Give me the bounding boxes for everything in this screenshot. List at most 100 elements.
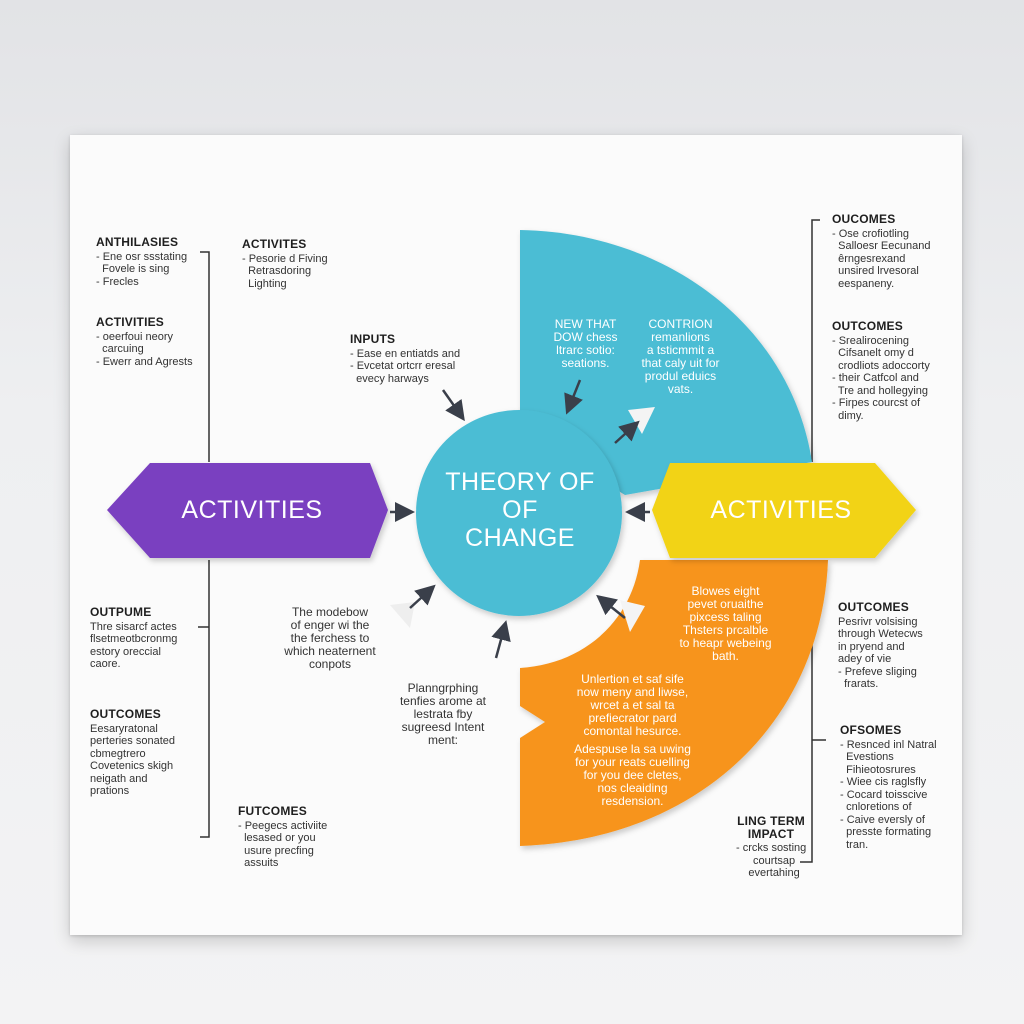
text-line: produl eduics xyxy=(644,369,717,383)
block-title: OUCOMES xyxy=(832,212,896,226)
block-line: - Evcetat ortcrr eresal xyxy=(350,360,456,372)
inputs-block: INPUTS- Ease en entiatds and- Evcetat or… xyxy=(350,333,460,385)
text-line: ment: xyxy=(427,733,458,747)
arrow-bottom-up xyxy=(491,620,511,659)
block-line: ﬂsetmeotbcronmg xyxy=(90,633,178,645)
block-title: ACTIVITIES xyxy=(96,315,165,329)
block-line: - Ene osr ssstating xyxy=(96,250,188,263)
arrow-teal-down xyxy=(564,379,583,415)
right-block-oucomes: OUCOMES- Ose crofiotling Salloesr Eecuna… xyxy=(832,213,930,290)
block-title: OFSOMES xyxy=(840,723,902,737)
bracket-left-top xyxy=(200,251,210,462)
block-line: evertahing xyxy=(742,867,800,879)
block-line: - Cocard toisscive xyxy=(840,788,928,801)
center-title: THEORY OF OF CHANGE xyxy=(420,468,620,552)
text-line: to heapr webeing xyxy=(679,636,772,650)
block-title: INPUTS xyxy=(350,332,396,346)
text-line: comontal hesurce. xyxy=(583,724,682,738)
block-line: Thre sisarcf actes xyxy=(90,620,177,633)
block-line: usure precfing xyxy=(238,844,314,857)
block-line: - Prefeve sliging xyxy=(838,665,917,678)
block-line: Covetenics skigh xyxy=(90,760,174,772)
notch-left xyxy=(390,602,415,628)
block-line: Eesaryratonal xyxy=(90,722,158,735)
text-line: Unlertion et saf sife xyxy=(581,672,684,686)
block-line: dimy. xyxy=(832,409,864,422)
block-line: unsired lrvesoral xyxy=(832,265,919,277)
center-circle xyxy=(416,410,622,616)
block-line: through Wetecws xyxy=(838,628,923,640)
block-line: Fovele is sing xyxy=(96,263,170,275)
block-line: carcuing xyxy=(96,343,144,355)
block-line: estory oreccial xyxy=(90,645,161,658)
center-title-line2: OF xyxy=(502,496,538,524)
text-line: the ferchess to xyxy=(290,631,370,645)
block-line: - Ease en entiatds and xyxy=(350,347,461,360)
text-line: pixcess taling xyxy=(689,610,762,624)
text-line: which neaternent xyxy=(284,644,376,658)
text-line: remanlions xyxy=(651,330,710,344)
arrow-teal-diag xyxy=(614,420,640,444)
text-line: conpots xyxy=(308,657,352,671)
block-line: Pesrivr volsising xyxy=(838,615,918,628)
block-line: prations xyxy=(90,785,130,797)
center-title-line1: THEORY OF xyxy=(445,468,595,496)
long-term-impact-block: LING TERM IMPACT- crcks sosting courtsap… xyxy=(736,815,806,880)
text-line: that caly uit for xyxy=(641,356,720,370)
text-line: pevet oruaithe xyxy=(687,597,764,611)
block-line: - Peegecs activiite xyxy=(238,819,328,832)
text-line: DOW chess xyxy=(553,330,618,344)
text-line: lestrata fby xyxy=(413,707,473,721)
right-block-ofsomes: OFSOMES- Resnced inl Natral Evestions Fi… xyxy=(840,724,937,851)
block-line: - Firpes courcst of xyxy=(832,397,921,409)
text-line: wrcet a et sal ta xyxy=(590,698,675,712)
left-block-anthilasies: ANTHILASIES- Ene osr ssstating Fovele is… xyxy=(96,236,187,288)
text-line: nos cleaiding xyxy=(597,781,668,795)
left-activities-label: ACTIVITIES xyxy=(181,496,323,524)
right-block-outcomes-1: OUTCOMES- Srealirocening Cifsanelt omy d… xyxy=(832,320,930,422)
text-line: resdension. xyxy=(601,794,664,808)
block-line: - Pesorie d Fiving xyxy=(242,252,328,265)
futcomes-block: FUTCOMES- Peegecs activiite lesased or y… xyxy=(238,805,327,870)
text-line: seations. xyxy=(561,356,610,370)
yellow-arrow-shape xyxy=(652,463,916,558)
block-title: OUTCOMES xyxy=(838,600,909,614)
text-line: CONTRION xyxy=(648,317,713,331)
block-line: - Srealirocening xyxy=(832,334,910,347)
block-line: cbmegtrero xyxy=(90,747,146,760)
text-line: The modebow xyxy=(291,605,369,619)
right-activities-label: ACTIVITIES xyxy=(710,496,852,524)
purple-arrow-shape xyxy=(107,463,388,558)
block-line: frarats. xyxy=(838,678,879,690)
text-line: now meny and liwse, xyxy=(576,685,689,699)
block-line: in pryend and xyxy=(838,640,905,653)
block-line: adey of vie xyxy=(838,653,892,665)
text-line: Blowes eight xyxy=(691,584,760,598)
block-line: Retrasdoring xyxy=(242,265,312,277)
block-line: Cifsanelt omy d xyxy=(832,347,914,359)
bracket-right-bottom xyxy=(800,560,826,863)
notch-teal xyxy=(628,407,655,434)
block-line: courtsap xyxy=(746,854,796,867)
block-line: caore. xyxy=(90,658,121,670)
arrow-inputs xyxy=(441,389,465,422)
block-line: evecy harways xyxy=(350,372,429,385)
text-line: of enger wi the xyxy=(290,618,370,632)
block-line: - Ewerr and Agrests xyxy=(96,355,193,368)
block-title: OUTCOMES xyxy=(832,319,903,333)
text-line: for you dee cletes, xyxy=(583,768,682,782)
text-line: a tsticmmit a xyxy=(646,343,715,357)
block-line: tran. xyxy=(840,838,869,851)
teal-sector xyxy=(520,230,812,495)
block-line: perteries sonated xyxy=(90,735,175,747)
block-line: êrngesrexand xyxy=(832,252,906,265)
text-line: for your reats cuelling xyxy=(575,755,690,769)
